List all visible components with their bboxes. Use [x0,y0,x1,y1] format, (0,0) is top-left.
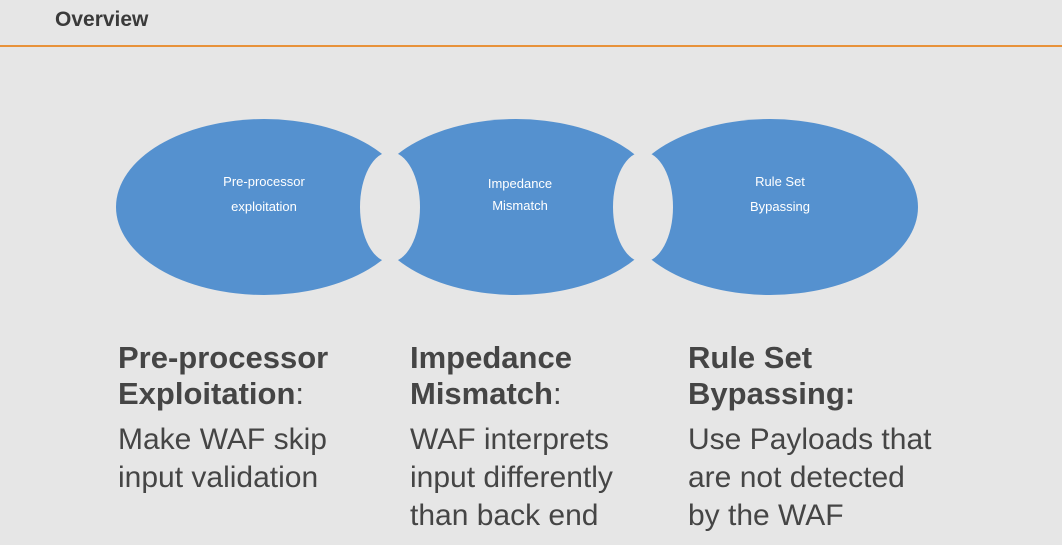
ellipse-ruleset-label-line1: Rule Set [755,174,805,189]
header-bar: Overview [0,0,1062,47]
column-preprocessor-colon: : [295,376,305,411]
column-ruleset: Rule Set Bypassing: Use Payloads that ar… [688,340,1008,535]
column-impedance-description: WAF interprets input differently than ba… [410,421,660,535]
ellipse-impedance [368,119,664,295]
ellipse-impedance-label-line2: Mismatch [492,198,548,213]
column-preprocessor-title-line2: Exploitation [118,376,296,411]
column-ruleset-title: Rule Set Bypassing: [688,340,1008,412]
column-preprocessor: Pre-processor Exploitation: Make WAF ski… [118,340,388,497]
column-impedance-title-line2: Mismatch [410,376,553,411]
ellipse-preprocessor-label-line1: Pre-processor [223,174,305,189]
column-impedance-colon: : [552,376,562,411]
column-ruleset-description: Use Payloads that are not detected by th… [688,421,1008,535]
column-impedance-desc-line3: than back end [410,499,599,532]
column-preprocessor-desc-line2: input validation [118,461,319,494]
column-preprocessor-title-line1: Pre-processor [118,340,329,375]
column-impedance-desc-line1: WAF interprets [410,423,609,456]
ellipse-preprocessor-label-line2: exploitation [231,199,297,214]
column-ruleset-title-line1: Rule Set [688,340,813,375]
column-impedance: Impedance Mismatch: WAF interprets input… [410,340,660,535]
column-impedance-desc-line2: input differently [410,461,613,494]
overlap-left [360,152,420,262]
ellipse-ruleset-label-line2: Bypassing [750,199,810,214]
column-preprocessor-description: Make WAF skip input validation [118,421,388,497]
column-ruleset-desc-line1: Use Payloads that [688,423,932,456]
column-ruleset-title-line2: Bypassing: [688,376,856,411]
slide-title: Overview [55,8,149,31]
column-impedance-title: Impedance Mismatch: [410,340,660,412]
ellipse-preprocessor [116,119,412,295]
column-preprocessor-title: Pre-processor Exploitation: [118,340,388,412]
overlap-right [613,152,673,262]
column-impedance-title-line1: Impedance [410,340,572,375]
ellipse-impedance-label-line1: Impedance [488,176,552,191]
column-preprocessor-desc-line1: Make WAF skip [118,423,327,456]
column-ruleset-desc-line3: by the WAF [688,499,844,532]
ellipse-ruleset [622,119,918,295]
column-ruleset-desc-line2: are not detected [688,461,905,494]
